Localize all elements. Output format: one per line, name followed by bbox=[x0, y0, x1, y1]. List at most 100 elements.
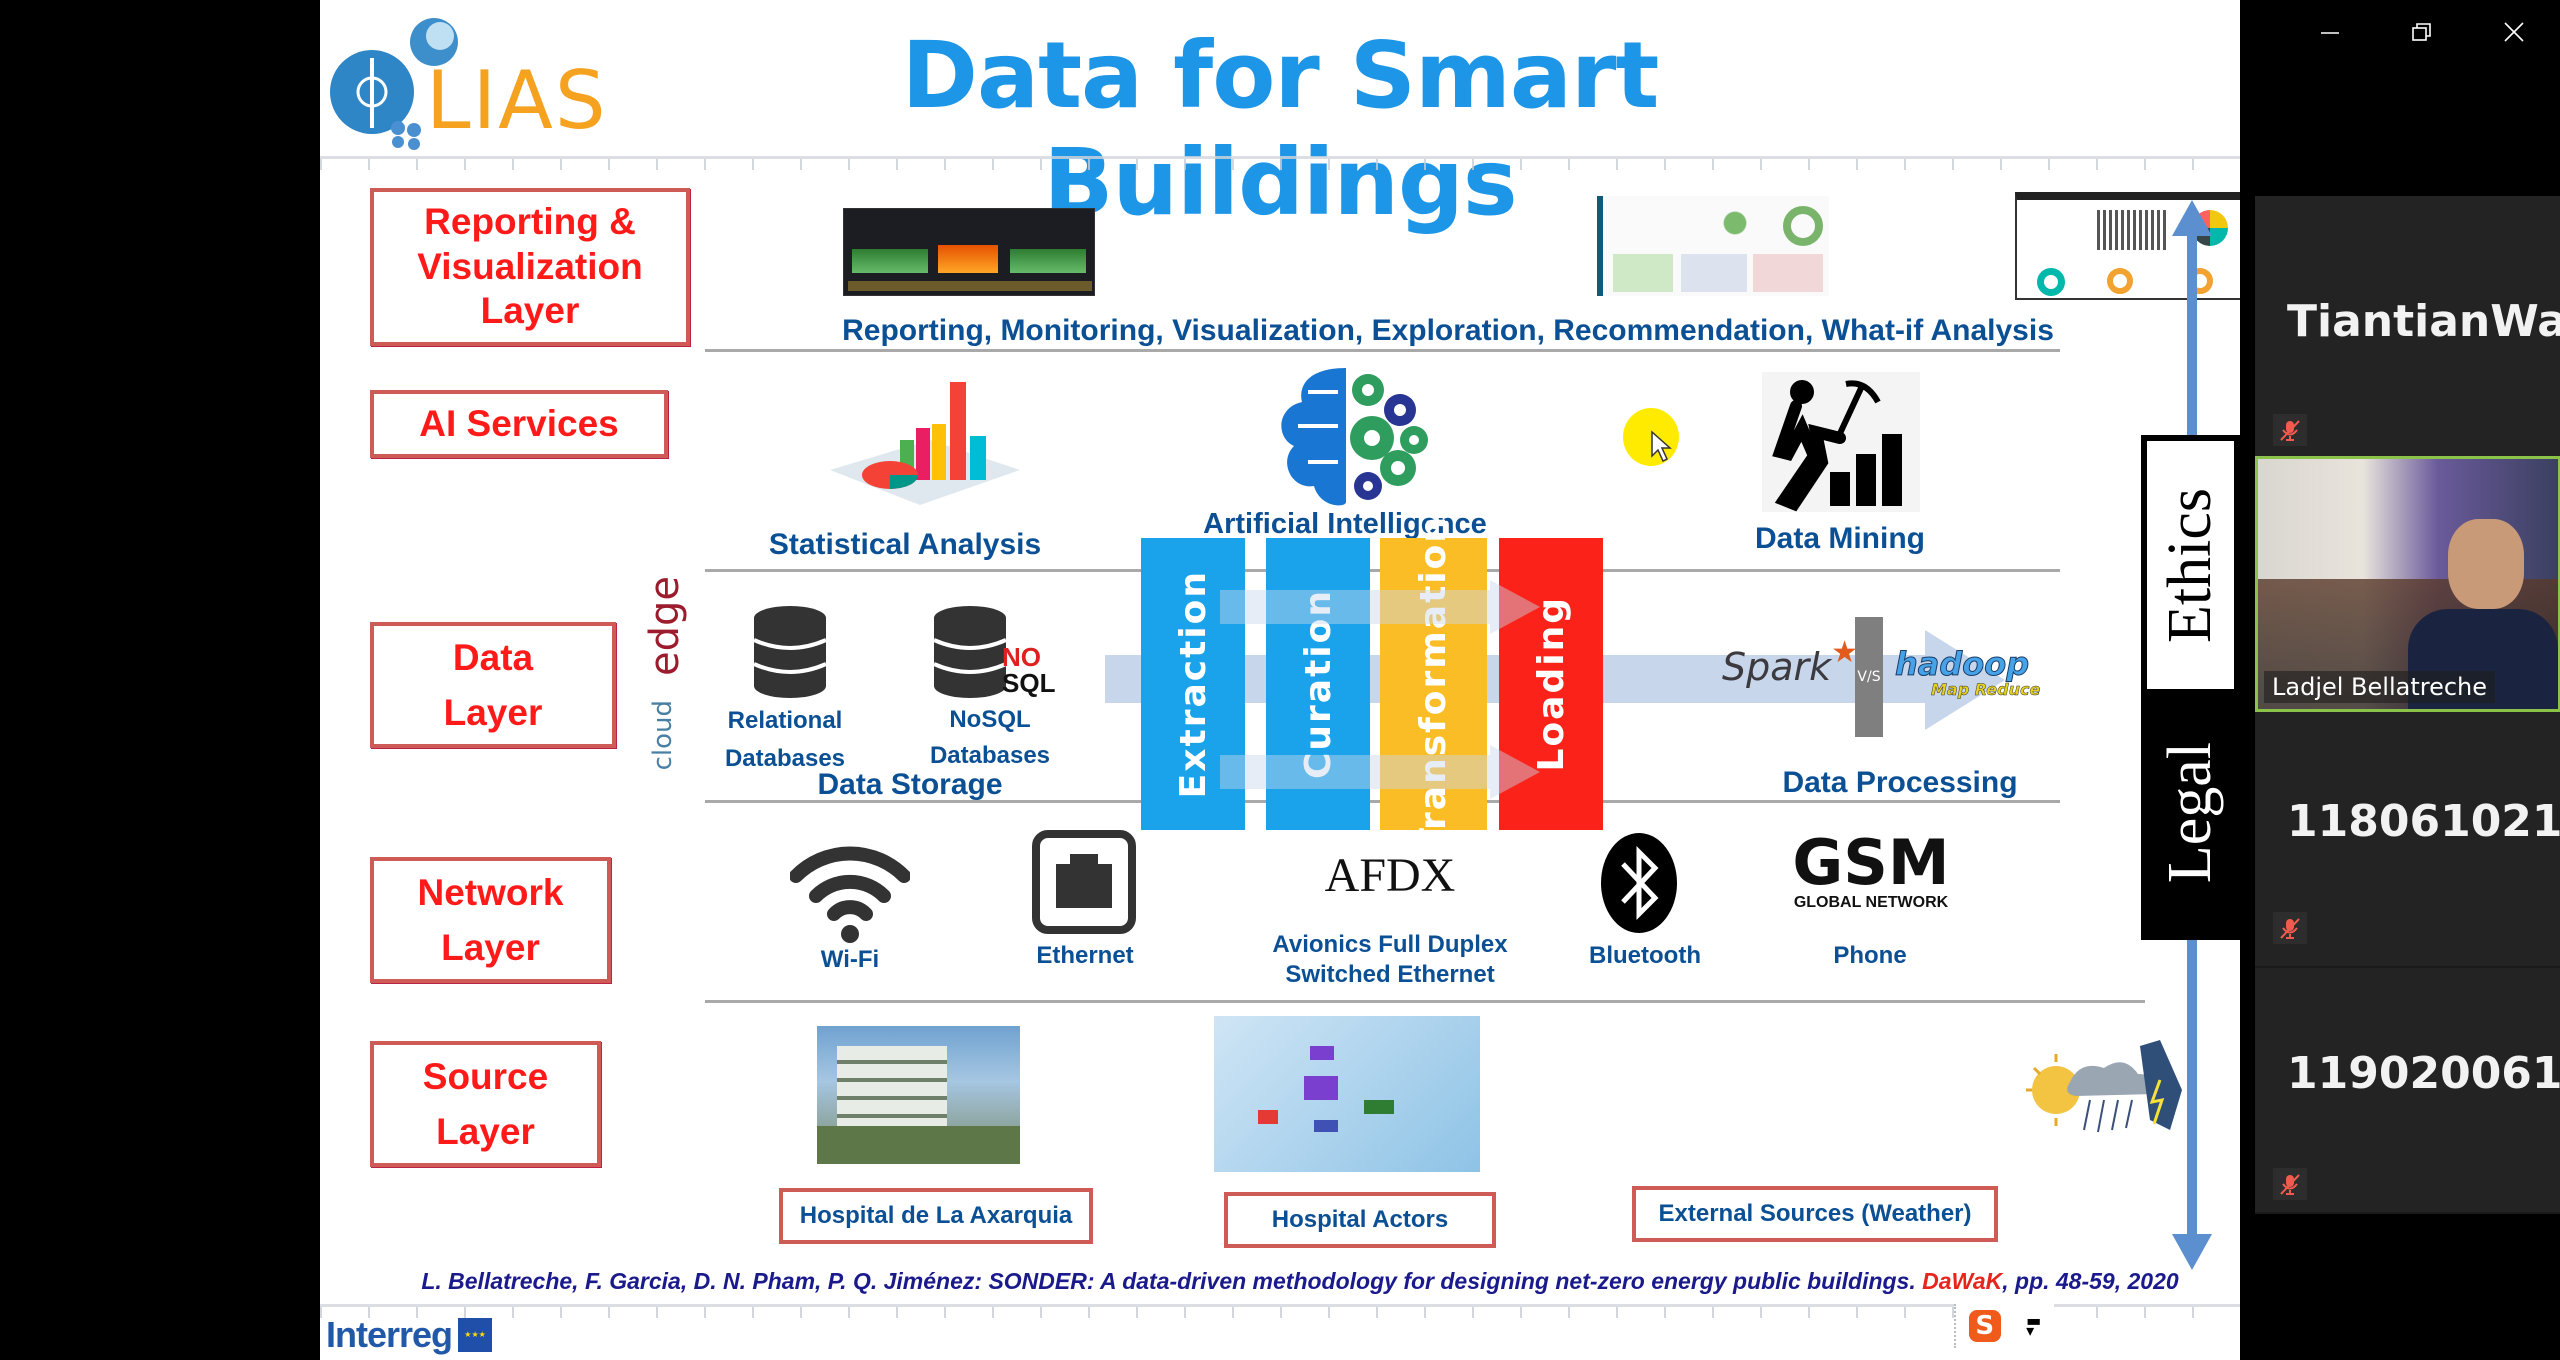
cursor-highlight bbox=[1623, 408, 1679, 466]
relational-line2: Databases bbox=[724, 745, 846, 772]
ethics-legal-panel: Ethics Legal bbox=[2141, 435, 2240, 940]
muted-mic-icon bbox=[2273, 414, 2307, 446]
layer-reporting-line1: Reporting & bbox=[424, 201, 636, 243]
edge-logo-text: edge bbox=[642, 576, 688, 676]
cloud-logo: cloud bbox=[648, 700, 684, 800]
legal-label: Legal bbox=[2156, 742, 2224, 884]
citation-pages: , pp. 48-59, 2020 bbox=[2002, 1268, 2179, 1294]
reporting-caption: Reporting, Monitoring, Visualization, Ex… bbox=[842, 314, 2054, 347]
bottom-ruler-decoration bbox=[320, 1304, 2240, 1318]
source-hospital-axarquia: Hospital de La Axarquia bbox=[779, 1188, 1093, 1244]
nosql-line1: NoSQL bbox=[949, 706, 1031, 733]
etl-extraction: Extraction bbox=[1141, 538, 1245, 830]
ethernet-icon bbox=[1032, 830, 1136, 934]
ime-toolbar[interactable]: S ▬▾ bbox=[1954, 1304, 2054, 1348]
relational-line1: Relational bbox=[727, 707, 843, 734]
citation-text: L. Bellatreche, F. Garcia, D. N. Pham, P… bbox=[421, 1268, 1923, 1294]
nosql-line2: Databases bbox=[929, 742, 1051, 769]
layer-reporting-line2: Visualization bbox=[417, 245, 643, 287]
layer-network-line2: Layer bbox=[441, 927, 540, 968]
layer-source: Source Layer bbox=[370, 1041, 601, 1167]
source-external-weather-label: External Sources (Weather) bbox=[1658, 1200, 1972, 1227]
weather-illustration bbox=[2020, 1040, 2190, 1150]
afdx-caption-line2: Switched Ethernet bbox=[1285, 961, 1495, 988]
slide-title: Data for Smart Buildings bbox=[901, 22, 1660, 236]
data-processing-label: Data Processing bbox=[1782, 766, 2018, 799]
lias-logo-text: LIAS bbox=[426, 54, 608, 147]
layer-data-line1: Data bbox=[452, 636, 534, 678]
data-storage-label: Data Storage bbox=[817, 768, 1003, 801]
etl-curation: Curation bbox=[1266, 538, 1370, 830]
sogou-ime-icon[interactable]: S bbox=[1968, 1310, 2001, 1342]
hadoop-mapreduce-logo: hadoop Map Reduce bbox=[1895, 648, 2065, 708]
citation: L. Bellatreche, F. Garcia, D. N. Pham, P… bbox=[390, 1268, 2210, 1295]
layer-reporting-line3: Layer bbox=[480, 290, 580, 332]
etl-loading: Loading bbox=[1499, 538, 1603, 830]
restore-button[interactable] bbox=[2392, 8, 2452, 56]
spark-logo-text: Spark bbox=[1722, 645, 1832, 689]
relational-databases-label: Relational Databases bbox=[710, 702, 860, 778]
participant-tile[interactable]: TiantianWang bbox=[2255, 196, 2560, 458]
etl-extraction-label: Extraction bbox=[1172, 569, 1214, 799]
spark-logo: Spark★ bbox=[1722, 635, 1859, 689]
dashboard-thumbnail-powerbi bbox=[2015, 192, 2240, 300]
minimize-icon bbox=[2321, 32, 2339, 34]
minimize-button[interactable] bbox=[2300, 8, 2360, 56]
layer-network-line1: Network bbox=[417, 871, 564, 913]
citation-venue: DaWaK bbox=[1922, 1268, 2003, 1294]
wifi-label: Wi-Fi bbox=[820, 946, 880, 973]
close-icon bbox=[2504, 22, 2524, 42]
afdx-caption-line1: Avionics Full Duplex bbox=[1272, 931, 1508, 958]
statistical-analysis-image bbox=[820, 380, 1020, 510]
etl-transformation: Transformation bbox=[1380, 515, 1487, 853]
gsm-logo-subtext: GLOBAL NETWORK bbox=[1793, 894, 1949, 911]
vs-label: V/S bbox=[1857, 669, 1881, 685]
layer-ai-label: AI Services bbox=[419, 402, 619, 444]
participant-tile[interactable]: 11806102123 bbox=[2255, 712, 2560, 968]
restore-icon bbox=[2412, 23, 2431, 41]
lias-logo-icon bbox=[330, 18, 458, 150]
dashboard-thumbnail-grafana bbox=[843, 208, 1095, 296]
nosql-database-icon bbox=[930, 606, 1010, 698]
ime-menu-icon[interactable]: ▬▾ bbox=[2026, 1311, 2042, 1340]
data-mining-icon bbox=[1762, 372, 1920, 512]
afdx-caption: Avionics Full Duplex Switched Ethernet bbox=[1220, 930, 1560, 990]
cloud-logo-text: cloud bbox=[648, 700, 678, 771]
layer-source-line2: Layer bbox=[436, 1111, 535, 1152]
layer-source-line1: Source bbox=[422, 1055, 549, 1097]
layer-data-line2: Layer bbox=[443, 692, 543, 733]
phone-label: Phone bbox=[1833, 942, 1907, 969]
source-hospital-actors: Hospital Actors bbox=[1224, 1192, 1496, 1248]
layer-data: Data Layer bbox=[370, 622, 616, 748]
participant-tile[interactable]: 11902006136 bbox=[2255, 968, 2560, 1214]
mouse-pointer-icon bbox=[1650, 430, 1672, 468]
bluetooth-icon bbox=[1599, 832, 1679, 934]
ethernet-label: Ethernet bbox=[1036, 942, 1134, 969]
ethics-panel: Ethics bbox=[2147, 441, 2234, 689]
top-ruler-decoration bbox=[320, 156, 2240, 170]
ai-brain-gears-image bbox=[1268, 362, 1428, 510]
dashboard-thumbnail-kibana bbox=[1597, 196, 1829, 296]
participant-video-tile[interactable]: Ladjel Bellatreche bbox=[2255, 456, 2560, 712]
muted-mic-icon bbox=[2273, 1168, 2307, 1200]
participant-name: TiantianWang bbox=[2287, 296, 2560, 347]
etl-loading-label: Loading bbox=[1530, 596, 1572, 772]
interreg-logo-text: Interreg bbox=[326, 1314, 453, 1355]
participant-video-name: Ladjel Bellatreche bbox=[2264, 671, 2496, 703]
vs-divider: V/S bbox=[1855, 617, 1883, 737]
participant-name: 11806102123 bbox=[2287, 796, 2560, 847]
data-mining-label: Data Mining bbox=[1755, 522, 1925, 555]
mapreduce-text: Map Reduce bbox=[1931, 680, 2041, 700]
close-button[interactable] bbox=[2484, 8, 2544, 56]
afdx-logo: AFDX bbox=[1324, 849, 1456, 902]
shared-slide: LIAS Data for Smart Buildings Reporting … bbox=[320, 0, 2240, 1360]
eu-flag-icon: ★★★ bbox=[458, 1318, 493, 1352]
layer-network: Network Layer bbox=[370, 857, 611, 983]
etl-transformation-label: Transformation bbox=[1413, 515, 1454, 853]
gsm-logo: GSM GLOBAL NETWORK bbox=[1778, 832, 1964, 912]
nosql-databases-label: NoSQL Databases bbox=[910, 702, 1070, 774]
separator-line bbox=[705, 349, 2060, 352]
legal-panel: Legal bbox=[2147, 693, 2234, 933]
nosql-badge: NO SQL bbox=[1002, 644, 1055, 696]
